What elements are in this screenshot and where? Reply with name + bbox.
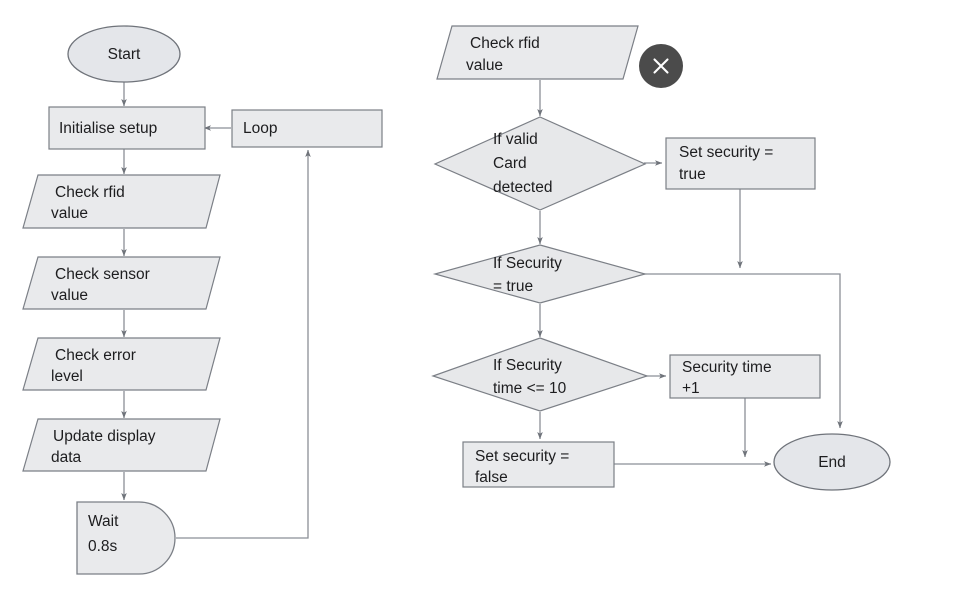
update-display-line1: Update display [53,428,156,445]
node-end[interactable]: End [773,433,891,491]
set-security-true-line1: Set security = [679,144,773,161]
set-security-false-rect [462,441,615,488]
close-badge-x-glyph [653,58,669,74]
set-security-true-line2: true [679,166,706,183]
update-display-parallelogram [22,418,221,472]
initialise-setup-label: Initialise setup [59,120,157,137]
if-security-time-line1: If Security [493,357,562,374]
wait-delay-shape [76,501,176,575]
node-initialise-setup[interactable]: Initialise setup [48,106,206,150]
if-security-time-line2: time <= 10 [493,380,567,397]
if-security-true-line1: If Security [493,255,562,272]
node-wait[interactable]: Wait 0.8s [76,501,176,575]
if-security-true-diamond [432,244,648,304]
check-sensor-line2: value [51,287,88,304]
check-rfid-2-line1: Check rfid [470,35,540,52]
close-icon[interactable] [639,44,683,88]
node-if-security-time[interactable]: If Security time <= 10 [431,337,649,412]
security-time-plus-line1: Security time [682,359,772,376]
loop-label: Loop [243,120,277,137]
wait-line2: 0.8s [88,538,118,555]
check-rfid-line2: value [51,205,88,222]
check-error-line1: Check error [55,347,136,364]
if-valid-card-line1: If valid [493,131,538,148]
right-flow-edges [537,80,843,467]
node-check-rfid[interactable]: Check rfid value [22,174,221,229]
left-flow-edges [121,81,311,539]
node-if-security-true[interactable]: If Security = true [432,244,648,304]
start-ellipse [67,25,181,83]
check-rfid-2-line2: value [466,57,503,74]
update-display-line2: data [51,449,82,466]
start-label: Start [108,46,141,63]
check-error-parallelogram [22,337,221,391]
node-update-display[interactable]: Update display data [22,418,221,472]
if-security-true-line2: = true [493,278,533,295]
check-sensor-parallelogram [22,256,221,310]
node-check-rfid-2[interactable]: Check rfid value [436,25,639,80]
node-set-security-false[interactable]: Set security = false [462,441,615,488]
set-security-true-rect [665,137,816,190]
set-security-false-line1: Set security = [475,448,569,465]
node-check-error[interactable]: Check error level [22,337,221,391]
if-security-time-diamond [431,337,649,412]
check-sensor-line1: Check sensor [55,266,150,283]
if-valid-card-line2: Card [493,155,527,172]
security-time-plus-rect [669,354,821,399]
check-error-line2: level [51,368,83,385]
if-valid-card-line3: detected [493,179,552,196]
node-set-security-true[interactable]: Set security = true [665,137,816,190]
node-check-sensor[interactable]: Check sensor value [22,256,221,310]
end-ellipse [773,433,891,491]
set-security-false-line2: false [475,469,508,486]
edge-if-security-true-to-end [644,273,843,429]
node-if-valid-card[interactable]: If valid Card detected [433,116,647,211]
loop-rect [231,109,383,148]
check-rfid-2-parallelogram [436,25,639,80]
node-loop[interactable]: Loop [231,109,383,148]
check-rfid-line1: Check rfid [55,184,125,201]
if-valid-card-diamond [433,116,647,211]
node-start[interactable]: Start [67,25,181,83]
wait-line1: Wait [88,513,119,530]
initialise-setup-rect [48,106,206,150]
check-rfid-parallelogram [22,174,221,229]
edge-wait-to-loop [176,149,311,539]
end-label: End [818,454,846,471]
security-time-plus-line2: +1 [682,380,700,397]
node-security-time-plus[interactable]: Security time +1 [669,354,821,399]
